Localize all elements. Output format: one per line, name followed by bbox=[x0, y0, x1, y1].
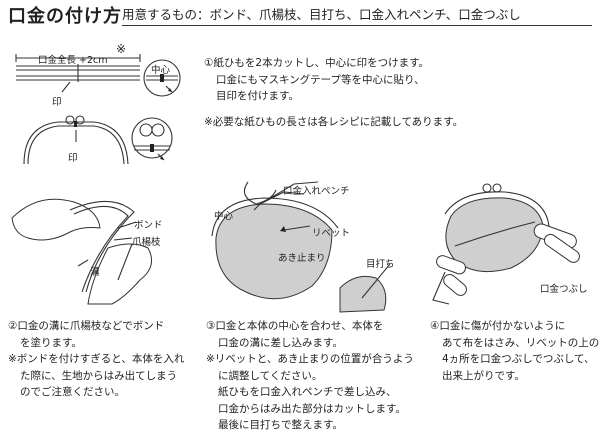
step3-illustration bbox=[211, 181, 391, 313]
step3-text: ③口金と本体の中心を合わせ、本体を 口金の溝に差し込みます。 ※リベットと、あき止… bbox=[206, 318, 414, 434]
materials-list: 用意するもの：ボンド、爪楊枝、目打ち、口金入れペンチ、口金つぶし bbox=[122, 7, 521, 22]
label-mark-frame: 印 bbox=[68, 153, 78, 164]
page-title: 口金の付け方 bbox=[8, 6, 122, 27]
step3-line1: ③口金と本体の中心を合わせ、本体を bbox=[206, 320, 384, 332]
step3-line5: 紙ひもを口金入れペンチで差し込み、 bbox=[218, 386, 397, 398]
step3-line6: 口金からはみ出た部分はカットします。 bbox=[218, 402, 406, 415]
step2-line5: のでご注意ください。 bbox=[20, 386, 125, 398]
step2-text: ②口金の溝に爪楊枝などでボンド を塗ります。※ボンドを付けすぎると、本体を入れ … bbox=[8, 318, 184, 401]
label-note-mark: ※ bbox=[116, 42, 127, 56]
step4-text: ④口金に傷が付かないように あて布をはさみ、リベットの上の 4ヵ所を口金つぶしでつ… bbox=[430, 318, 599, 384]
step2-line1: ②口金の溝に爪楊枝などでボンド bbox=[8, 320, 165, 332]
label-rivet: リベット bbox=[312, 228, 351, 239]
label-toothpick: 爪楊枝 bbox=[132, 237, 161, 248]
header-underline bbox=[122, 25, 592, 26]
step4-line3: 4ヵ所を口金つぶしでつぶして、 bbox=[442, 353, 595, 365]
step4-line1: ④口金に傷が付かないように bbox=[430, 320, 566, 332]
label-pliers: 口金入れペンチ bbox=[283, 186, 350, 197]
step1-line1: ①紙ひもを2本カットし、中心に印をつけます。 bbox=[204, 57, 430, 69]
step2-line4: た際に、生地からはみ出てしまう bbox=[20, 369, 178, 382]
label-awl: 目打ち bbox=[366, 259, 395, 270]
step1-text: ①紙ひもを2本カットし、中心に印をつけます。 口金にもマスキングテープ等を中心に… bbox=[204, 55, 429, 105]
step4-line4: 出来上がりです。 bbox=[442, 369, 525, 382]
step2-illustration bbox=[11, 198, 153, 305]
step1-note: ※必要な紙ひもの長さは各レシピに記載してあります。 bbox=[204, 116, 464, 128]
label-crusher: 口金つぶし bbox=[540, 284, 588, 295]
step3-line2: 口金の溝に差し込みます。 bbox=[218, 336, 343, 349]
cord-illustration bbox=[15, 54, 181, 97]
label-groove: 溝 bbox=[90, 267, 100, 278]
label-bond: ボンド bbox=[134, 220, 163, 231]
step2-line2: を塗ります。 bbox=[20, 336, 82, 349]
label-center-step3: 中心 bbox=[214, 211, 234, 222]
step3-line4: に調整してください。 bbox=[218, 369, 323, 382]
step1-line3: 目印を付けます。 bbox=[216, 90, 299, 102]
label-center: 中心 bbox=[151, 65, 171, 76]
label-stop: あき止まり bbox=[278, 253, 326, 264]
step2-line3: ※ボンドを付けすぎると、本体を入れ bbox=[8, 353, 185, 365]
step3-line7: 最後に目打ちで整えます。 bbox=[218, 419, 343, 431]
label-length: 口金全長 +2cm bbox=[38, 55, 108, 66]
label-mark-cord: 印 bbox=[52, 97, 62, 108]
step4-line2: あて布をはさみ、リベットの上の bbox=[442, 336, 600, 349]
step3-line3: ※リベットと、あき止まりの位置が合うよう bbox=[206, 353, 414, 365]
frame-illustration bbox=[23, 115, 173, 165]
step1-line2: 口金にもマスキングテープ等を中心に貼り、 bbox=[216, 73, 425, 86]
step4-illustration bbox=[432, 183, 580, 305]
